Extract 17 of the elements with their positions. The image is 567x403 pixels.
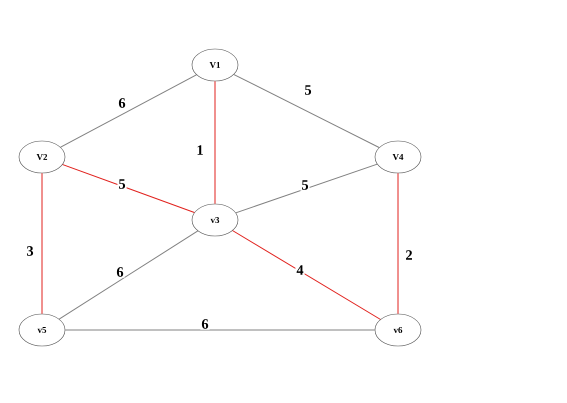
edge bbox=[235, 164, 378, 214]
weight-label: 6 bbox=[117, 97, 127, 109]
weight-label: 5 bbox=[117, 178, 127, 190]
weight-label: 5 bbox=[300, 179, 310, 191]
weight-label: 5 bbox=[303, 84, 313, 96]
edge bbox=[58, 230, 198, 320]
edge bbox=[232, 230, 381, 320]
weight-label: 1 bbox=[195, 144, 205, 156]
weight-label: 6 bbox=[200, 318, 210, 330]
weight-label: 2 bbox=[404, 249, 414, 261]
edge bbox=[214, 80, 216, 204]
weight-label: 3 bbox=[25, 245, 35, 257]
edge bbox=[62, 164, 195, 213]
weight-label: 6 bbox=[115, 266, 125, 278]
edge bbox=[233, 74, 380, 148]
edge bbox=[60, 74, 197, 148]
weight-label: 4 bbox=[295, 264, 305, 276]
